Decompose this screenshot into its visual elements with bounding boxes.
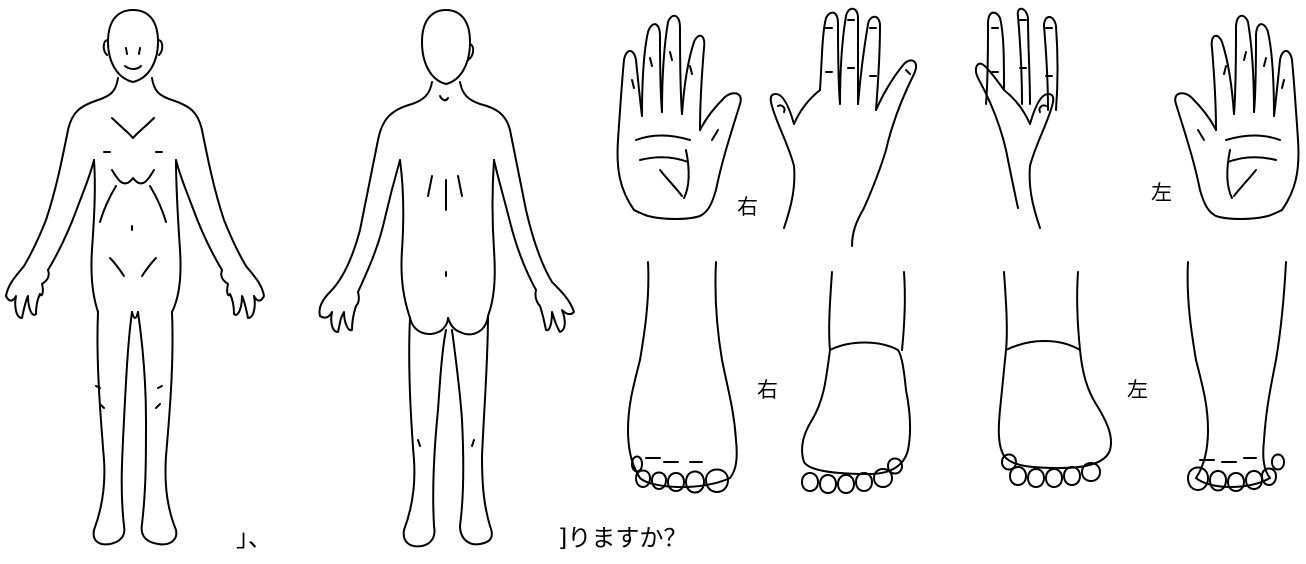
left-foot-label: 左 xyxy=(1127,380,1148,401)
right-palm-outline xyxy=(618,16,741,219)
left-foot-sole-outline xyxy=(999,272,1111,487)
back-body-outline xyxy=(319,10,574,546)
left-palm-outline xyxy=(1175,16,1298,219)
question-fragment-1: 」、 xyxy=(236,526,272,550)
right-foot-top-outline xyxy=(628,262,737,493)
right-foot-sole-outline xyxy=(802,272,910,493)
right-hand-back-outline xyxy=(771,9,916,246)
question-fragment-2: ]りますか？ xyxy=(558,526,687,550)
front-body-outline xyxy=(6,10,264,544)
right-foot-label: 右 xyxy=(757,380,778,401)
right-hand-label: 右 xyxy=(737,197,758,218)
left-hand-back-outline xyxy=(976,9,1058,228)
left-hand-label: 左 xyxy=(1151,183,1172,204)
left-foot-top-outline xyxy=(1188,262,1286,491)
